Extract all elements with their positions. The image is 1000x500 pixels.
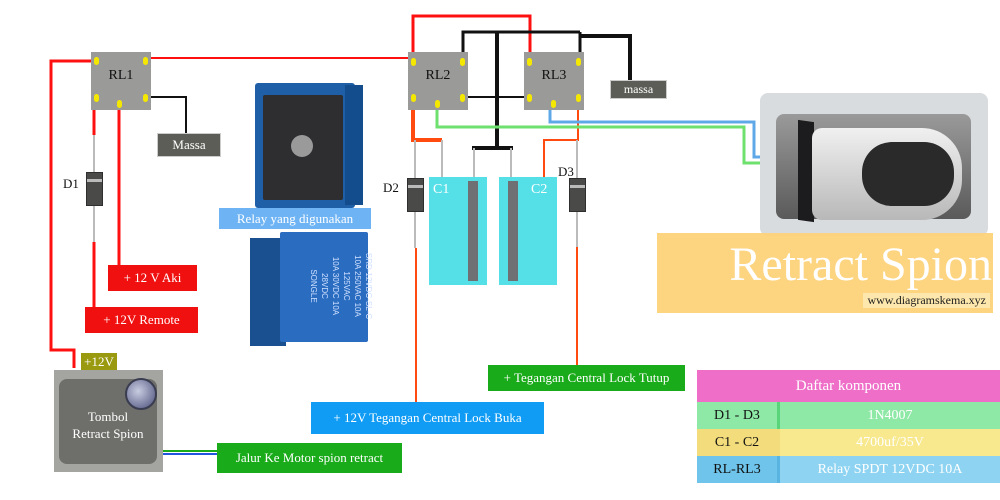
- relay-pin: [435, 100, 440, 108]
- relay-photo-text: SRD-12VDC-SL-C 10A 250VAC 10A 125VAC 10A…: [274, 250, 374, 322]
- title-block: Retract Spion www.diagramskema.xyz: [657, 233, 993, 313]
- table-row: D1 - D3 1N4007: [697, 402, 1000, 429]
- relay-pin: [94, 57, 99, 65]
- switch-button-icon[interactable]: [125, 378, 157, 410]
- capacitor-c1-label: C1: [433, 182, 450, 197]
- relay-pin: [117, 100, 122, 108]
- diode-d3: [569, 178, 586, 212]
- website-label: www.diagramskema.xyz: [863, 293, 990, 308]
- mirror-glass: [862, 142, 954, 206]
- ground-label-rl1: Massa: [157, 133, 221, 157]
- wire-ground-to-massa: [580, 34, 632, 80]
- table-cell-value: Relay SPDT 12VDC 10A: [780, 456, 1000, 483]
- relay-brand-text: SONGLE: [309, 269, 318, 303]
- relay-model-text: SRD-12VDC-SL-C: [364, 252, 373, 320]
- relay-pin: [527, 94, 532, 102]
- table-row: RL-RL3 Relay SPDT 12VDC 10A: [697, 456, 1000, 483]
- relay-pin: [576, 94, 581, 102]
- relay-pin: [460, 58, 465, 66]
- relay-rl2: RL2: [408, 52, 468, 110]
- relay-pin: [411, 58, 416, 66]
- diagram-title: Retract Spion: [729, 238, 992, 291]
- wire-blue-motor: [548, 103, 790, 159]
- relay-photo-top: SRD-12VDC-SL-C 10A 250VAC 10A 125VAC 10A…: [250, 230, 373, 350]
- table-cell-part: C1 - C2: [697, 429, 780, 456]
- table-cell-value: 1N4007: [780, 402, 1000, 429]
- relay-rl1: RL1: [91, 52, 151, 110]
- wire-green-motor: [435, 103, 790, 165]
- mirror-housing: [812, 128, 962, 220]
- switch-plus-label: +12V: [81, 353, 117, 370]
- relay-photo-caption: Relay yang digunakan: [219, 208, 371, 229]
- diode-d2-label: D2: [383, 180, 399, 195]
- component-table-header: Daftar komponen: [697, 370, 1000, 402]
- ground-label-rl23: massa: [610, 80, 667, 99]
- relay-pin: [551, 100, 556, 108]
- capacitor-c2-label: C2: [531, 182, 548, 197]
- capacitor-stripe: [508, 181, 518, 281]
- switch-label: Tombol Retract Spion: [59, 408, 157, 442]
- relay-rating-text: 10A 250VAC 10A 125VAC: [342, 255, 362, 317]
- switch-label-line1: Tombol: [87, 409, 129, 424]
- retract-switch[interactable]: Tombol Retract Spion: [54, 370, 163, 472]
- relay-pin: [460, 94, 465, 102]
- label-12v-aki: + 12 V Aki: [108, 265, 197, 291]
- wire-rl1-to-switch: [49, 59, 96, 368]
- relay-pin: [143, 57, 148, 65]
- diode-d3-label: D3: [558, 164, 574, 179]
- relay-pin: [411, 94, 416, 102]
- capacitor-c1: C1: [429, 177, 487, 285]
- wire-rl3-orange: [543, 100, 579, 178]
- label-motor-line: Jalur Ke Motor spion retract: [217, 443, 402, 473]
- wire-rl2-orange: [411, 100, 442, 142]
- wire-rl2-rl3-loop: [411, 14, 532, 62]
- relay-rl3-label: RL3: [541, 68, 567, 83]
- diode-d1-label: D1: [63, 176, 79, 191]
- table-cell-part: D1 - D3: [697, 402, 780, 429]
- capacitor-c2: C2: [499, 177, 557, 285]
- relay-pin: [143, 94, 148, 102]
- component-table-title: Daftar komponen: [795, 377, 902, 394]
- table-row: C1 - C2 4700uf/35V: [697, 429, 1000, 456]
- relay-rl1-label: RL1: [108, 68, 134, 83]
- table-cell-part: RL-RL3: [697, 456, 780, 483]
- relay-pin: [527, 58, 532, 66]
- label-central-lock-close: + Tegangan Central Lock Tutup: [488, 365, 685, 391]
- switch-label-line2: Retract Spion: [72, 426, 144, 441]
- label-central-lock-open: + 12V Tegangan Central Lock Buka: [311, 402, 544, 434]
- label-12v-remote: + 12V Remote: [85, 307, 198, 333]
- component-table: Daftar komponen D1 - D3 1N4007 C1 - C2 4…: [697, 370, 1000, 483]
- relay-rl2-label: RL2: [425, 68, 451, 83]
- relay-pin: [576, 58, 581, 66]
- diode-d1: [86, 172, 103, 206]
- capacitor-stripe: [468, 181, 478, 281]
- mirror-photo-frame: [760, 93, 988, 236]
- relay-photo-bottom: [255, 75, 365, 210]
- relay-pin: [94, 94, 99, 102]
- relay-rating-text: 10A 30VDC 10A 28VDC: [320, 256, 340, 316]
- table-cell-value: 4700uf/35V: [780, 429, 1000, 456]
- relay-rl3: RL3: [524, 52, 584, 110]
- diode-d2: [407, 178, 424, 212]
- wire-rl1-ground: [147, 96, 187, 133]
